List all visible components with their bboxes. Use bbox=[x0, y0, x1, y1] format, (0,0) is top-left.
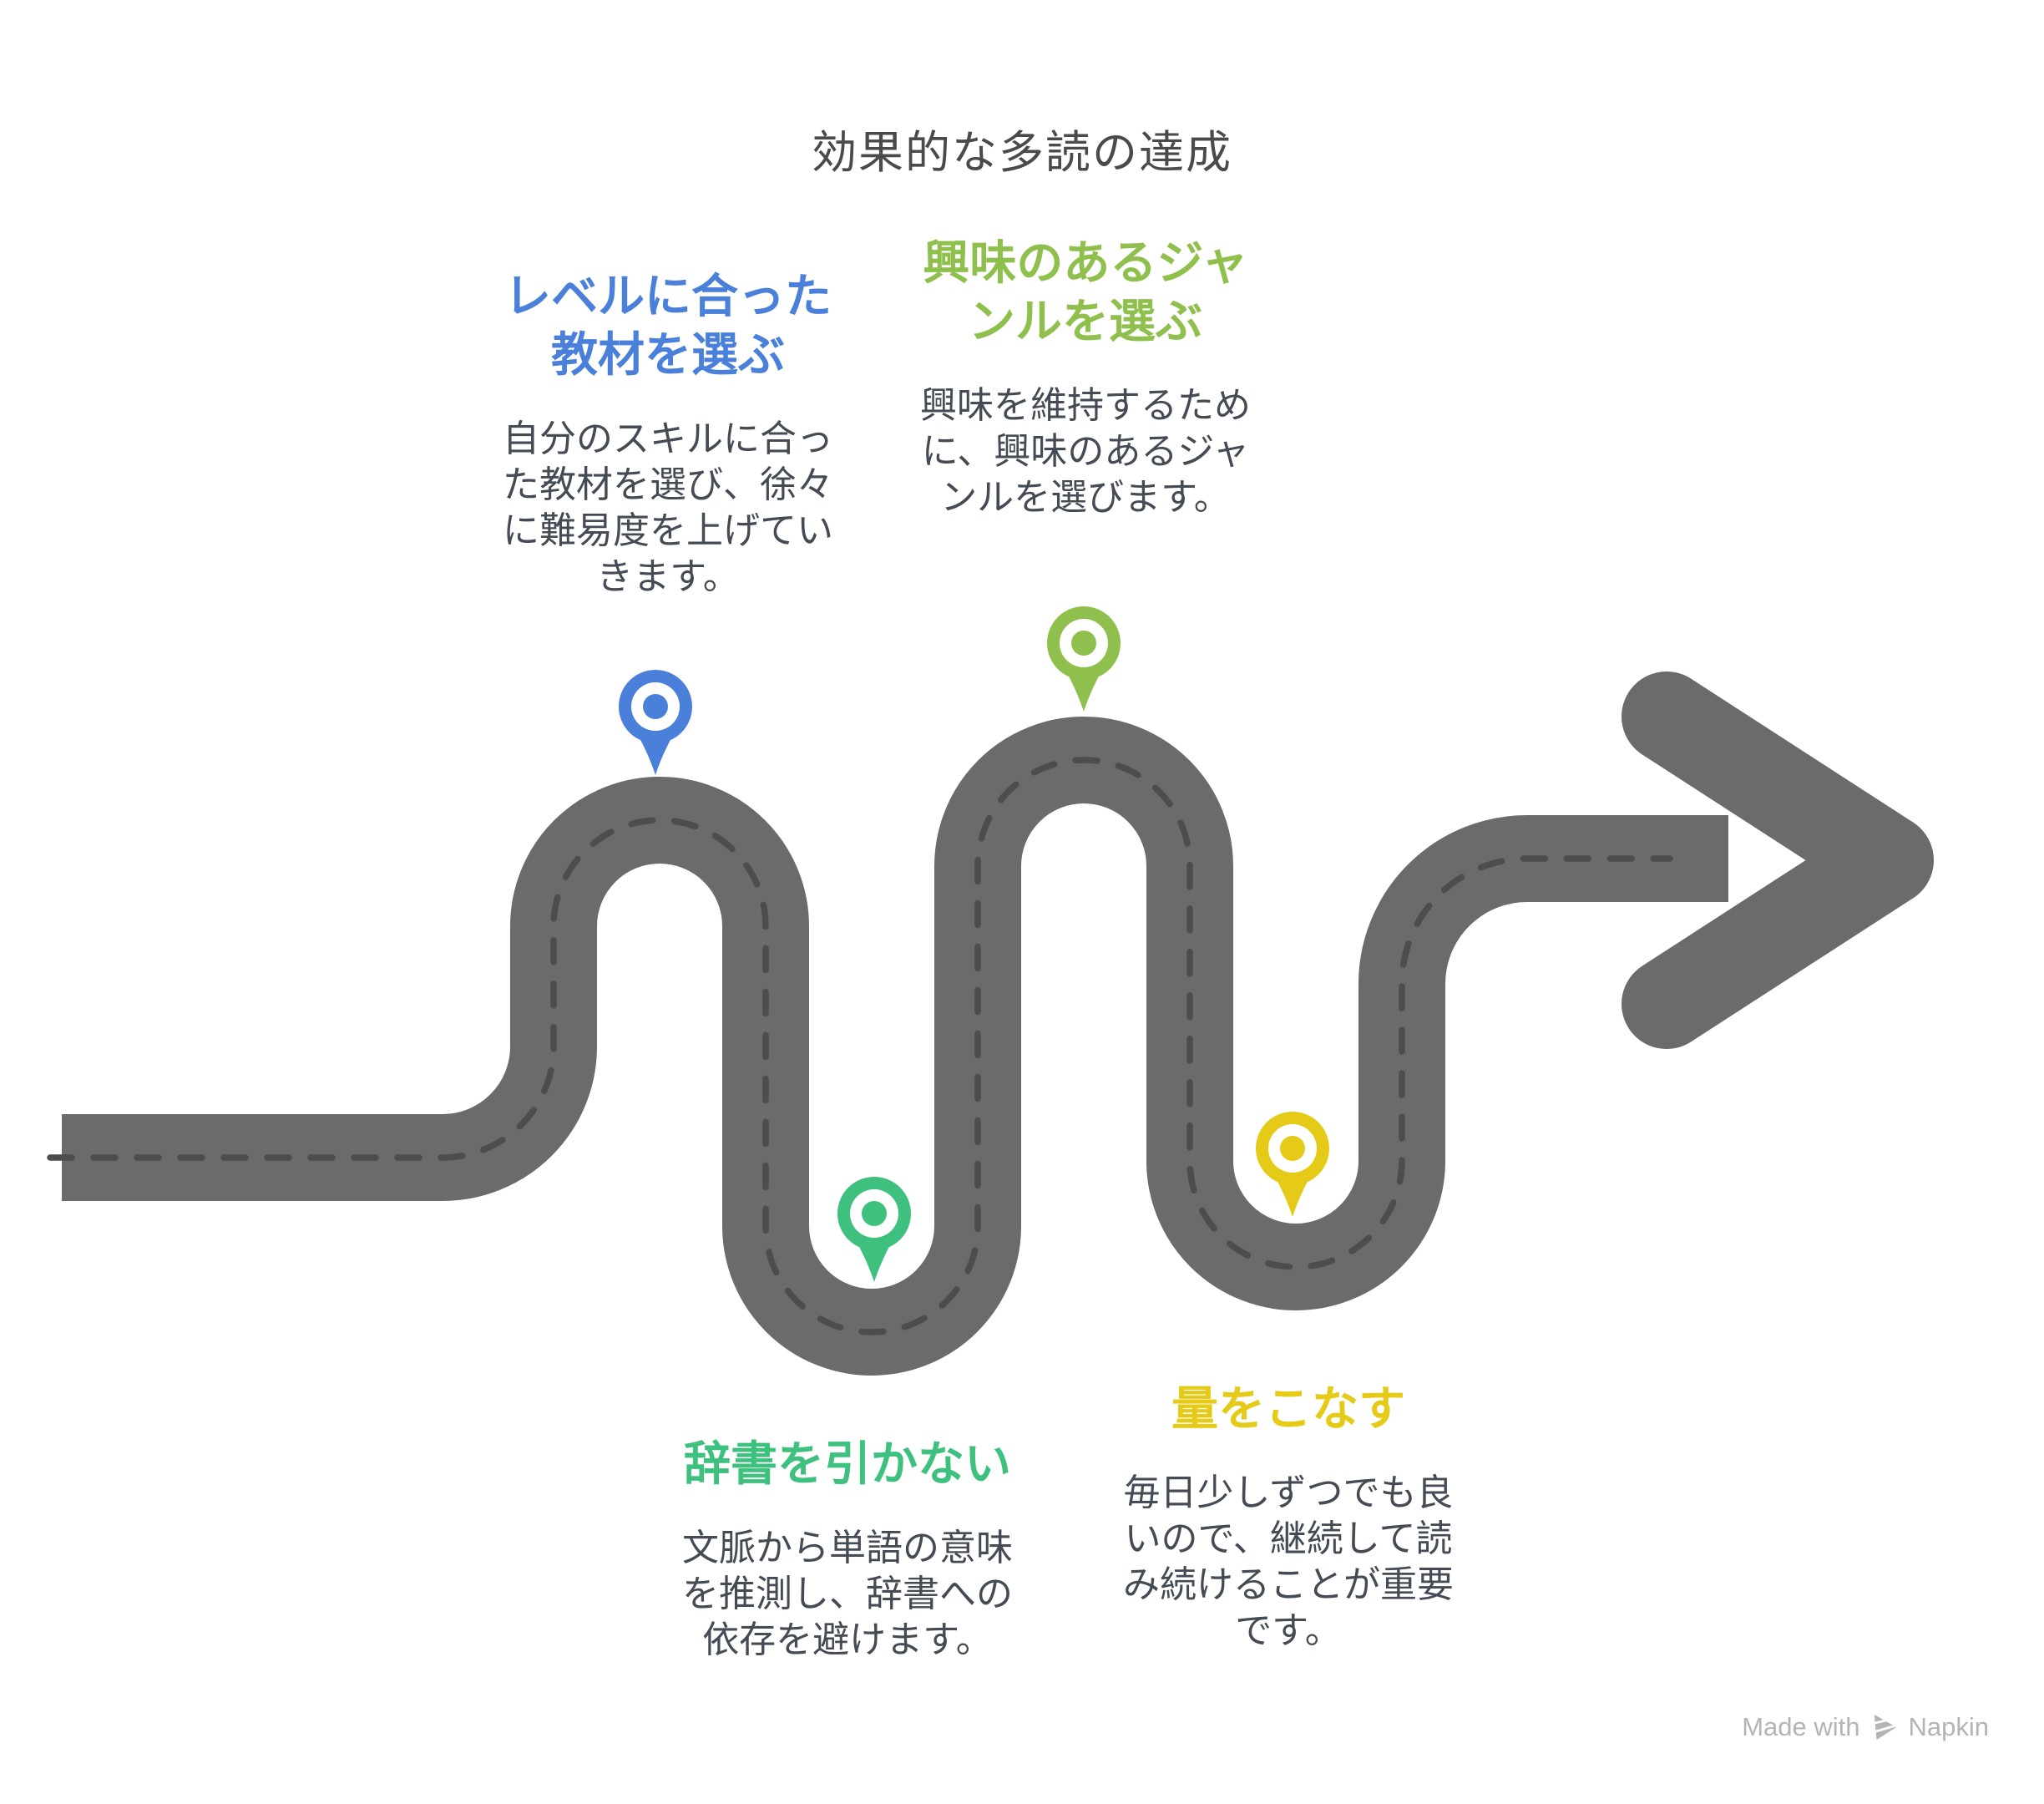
step-block-do-quantity: 量をこなす 毎日少しずつでも良いので、継続して読み続けることが重要です。 bbox=[1096, 1380, 1480, 1654]
map-pin-icon-blue bbox=[617, 668, 694, 778]
step-block-choose-interesting-genre: 興味のあるジャ ンルを選ぶ 興味を維持するために、興味のあるジャンルを選びます。 bbox=[893, 234, 1278, 520]
step-heading: レベルに合った 教材を選ぶ bbox=[504, 270, 832, 381]
step-heading: 量をこなす bbox=[1171, 1382, 1405, 1435]
step-description: 毎日少しずつでも良いので、継続して読み続けることが重要です。 bbox=[1123, 1472, 1454, 1651]
step-description: 文脈から単語の意味を推測し、辞書への依存を避けます。 bbox=[682, 1528, 1013, 1660]
step-description: 自分のスキルに合った教材を選び、徐々に難易度を上げていきます。 bbox=[503, 418, 833, 597]
step-heading: 興味のあるジャ ンルを選ぶ bbox=[923, 236, 1248, 347]
step-block-no-dictionary: 辞書を引かない 文脈から単語の意味を推測し、辞書への依存を避けます。 bbox=[655, 1435, 1040, 1663]
map-pin-icon-green bbox=[1045, 605, 1122, 715]
napkin-logo-icon bbox=[1874, 1714, 1896, 1741]
page-title: 効果的な多読の達成 bbox=[812, 128, 1232, 178]
napkin-watermark: Made with Napkin bbox=[1742, 1712, 1989, 1742]
road-center-dashes bbox=[47, 757, 1673, 1335]
step-description: 興味を維持するために、興味のあるジャンルを選びます。 bbox=[920, 385, 1251, 518]
step-heading: 辞書を引かない bbox=[684, 1437, 1011, 1490]
map-pin-icon-yellow bbox=[1254, 1110, 1331, 1220]
map-pin-icon-teal bbox=[836, 1175, 913, 1285]
watermark-prefix: Made with bbox=[1742, 1712, 1860, 1741]
arrow-head bbox=[1622, 671, 1934, 1049]
watermark-brand: Napkin bbox=[1908, 1712, 1990, 1741]
step-block-choose-level-material: レベルに合った 教材を選ぶ 自分のスキルに合った教材を選び、徐々に難易度を上げて… bbox=[476, 267, 860, 600]
